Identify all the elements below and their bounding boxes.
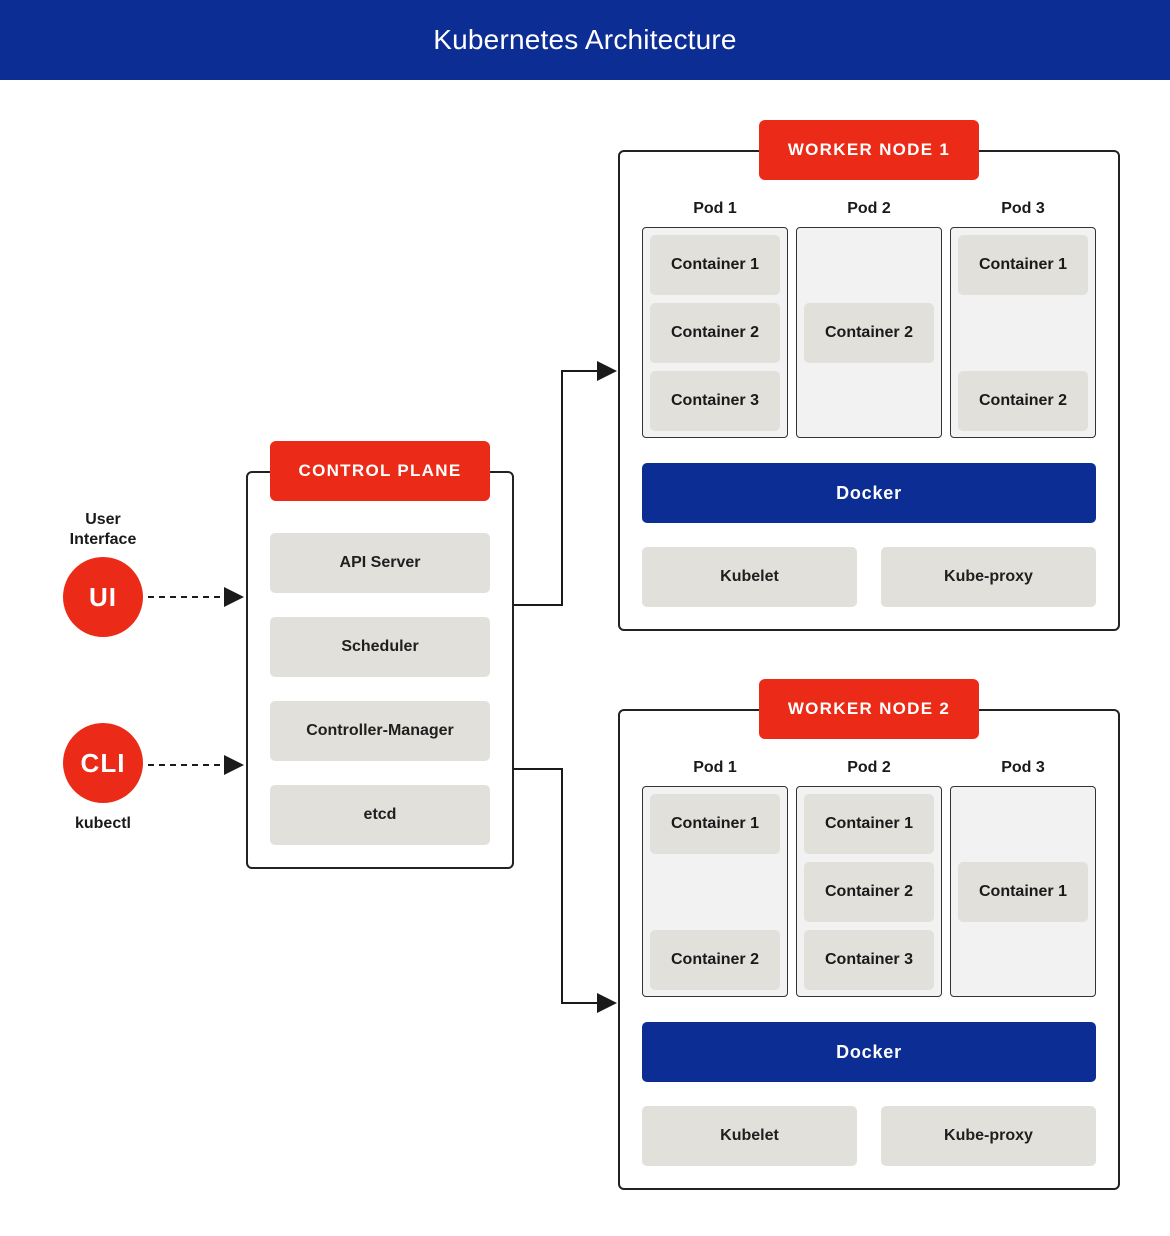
- wn1-pod-2: Container 2: [796, 227, 942, 438]
- wn2-kube-proxy: Kube-proxy: [881, 1106, 1096, 1166]
- wn1-pod-1-container: Container 3: [650, 371, 780, 431]
- control-plane-to-worker-1-arrow: [514, 361, 617, 606]
- wn2-pod-2-container: Container 2: [804, 862, 934, 922]
- scheduler-component: Scheduler: [270, 617, 490, 677]
- worker-node-1-title: WORKER NODE 1: [759, 120, 979, 180]
- wn2-pod-2-container: Container 1: [804, 794, 934, 854]
- wn1-pod-2-container: Container 2: [804, 303, 934, 363]
- wn2-pod-2-container: Container 3: [804, 930, 934, 990]
- wn1-pod-1-label: Pod 1: [693, 200, 737, 217]
- wn2-pod-1-container: Container 2: [650, 930, 780, 990]
- ui-badge: UI: [63, 557, 143, 637]
- wn2-pod-2-label: Pod 2: [847, 759, 891, 776]
- wn1-kube-proxy: Kube-proxy: [881, 547, 1096, 607]
- ui-label-text: User Interface: [69, 511, 137, 548]
- control-plane-to-worker-2-arrow: [514, 768, 617, 1013]
- header-bar: Kubernetes Architecture: [0, 0, 1170, 80]
- wn1-pod-3: Container 1 Container 2: [950, 227, 1096, 438]
- wn2-pod-3: Container 1: [950, 786, 1096, 997]
- etcd-component: etcd: [270, 785, 490, 845]
- controller-manager-component: Controller-Manager: [270, 701, 490, 761]
- wn1-pod-1: Container 1 Container 2 Container 3: [642, 227, 788, 438]
- wn1-pod-2-label: Pod 2: [847, 200, 891, 217]
- diagram-title: Kubernetes Architecture: [433, 24, 737, 55]
- wn1-kubelet: Kubelet: [642, 547, 857, 607]
- worker-node-2-title: WORKER NODE 2: [759, 679, 979, 739]
- wn2-pod-1-container: Container 1: [650, 794, 780, 854]
- wn1-pod-1-container: Container 1: [650, 235, 780, 295]
- wn2-pod-3-container: Container 1: [958, 862, 1088, 922]
- wn1-pod-1-container: Container 2: [650, 303, 780, 363]
- wn2-docker-runtime: Docker: [642, 1022, 1096, 1082]
- ui-label: User Interface: [43, 510, 163, 550]
- wn1-pod-3-label: Pod 3: [1001, 200, 1045, 217]
- wn2-pod-1-label: Pod 1: [693, 759, 737, 776]
- wn2-pod-2: Container 1 Container 2 Container 3: [796, 786, 942, 997]
- control-plane-title: CONTROL PLANE: [270, 441, 490, 501]
- cli-badge: CLI: [63, 723, 143, 803]
- cli-label: kubectl: [74, 815, 131, 832]
- api-server-component: API Server: [270, 533, 490, 593]
- wn1-docker-runtime: Docker: [642, 463, 1096, 523]
- wn1-pod-3-container: Container 1: [958, 235, 1088, 295]
- wn1-pod-3-container: Container 2: [958, 371, 1088, 431]
- wn2-pod-1: Container 1 Container 2: [642, 786, 788, 997]
- wn2-pod-3-label: Pod 3: [1001, 759, 1045, 776]
- wn2-kubelet: Kubelet: [642, 1106, 857, 1166]
